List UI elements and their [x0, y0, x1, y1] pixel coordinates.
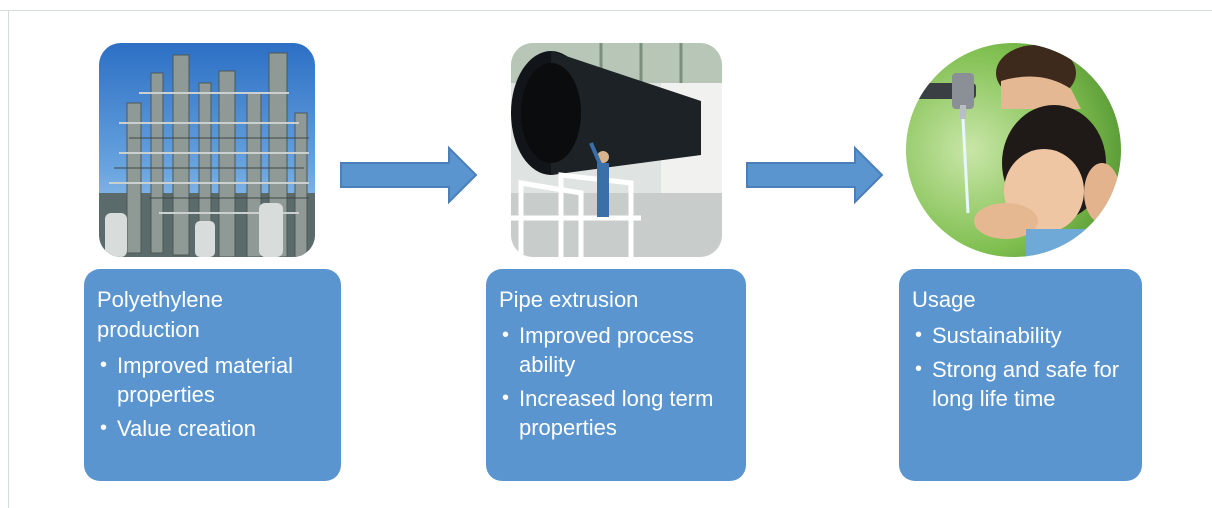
- bullet-icon: •: [915, 324, 923, 346]
- list-item-text: Strong and safe for long life time: [932, 357, 1120, 411]
- pipe-extrusion-photo: [511, 43, 722, 257]
- child-drinking-water-photo: [906, 43, 1121, 257]
- arrow-right-icon: [746, 145, 884, 205]
- step-bullet-list: • Improved material properties • Value cre…: [97, 351, 329, 443]
- list-item-text: Increased long term properties: [519, 386, 714, 440]
- slide-border-top: [0, 10, 1212, 11]
- list-item: • Strong and safe for long life time: [912, 355, 1130, 413]
- list-item: • Increased long term properties: [499, 384, 734, 442]
- bullet-icon: •: [100, 417, 108, 439]
- bullet-icon: •: [100, 354, 108, 376]
- list-item: • Sustainability: [912, 321, 1130, 350]
- bullet-icon: •: [502, 387, 510, 409]
- list-item: • Improved process ability: [499, 321, 734, 379]
- refinery-plant-photo: [99, 43, 315, 257]
- step-title: Polyethylene production: [97, 287, 223, 342]
- step-card-usage: Usage • Sustainability • Strong and safe f…: [899, 269, 1142, 481]
- step-title: Usage: [912, 287, 976, 312]
- bullet-icon: •: [915, 358, 923, 380]
- step-title: Pipe extrusion: [499, 287, 639, 312]
- step-bullet-list: • Improved process ability • Increased lon…: [499, 321, 734, 442]
- list-item-text: Sustainability: [932, 323, 1062, 348]
- step-bullet-list: • Sustainability • Strong and safe for lon…: [912, 321, 1130, 413]
- list-item-text: Improved material properties: [117, 353, 294, 407]
- slide-border-left: [8, 10, 9, 508]
- list-item: • Improved material properties: [97, 351, 329, 409]
- step-card-pipe-extrusion: Pipe extrusion • Improved process ability…: [486, 269, 746, 481]
- list-item-text: Improved process ability: [519, 323, 694, 377]
- step-card-polyethylene-production: Polyethylene production • Improved materi…: [84, 269, 341, 481]
- list-item-text: Value creation: [117, 416, 257, 441]
- list-item: • Value creation: [97, 414, 329, 443]
- arrow-right-icon: [340, 145, 478, 205]
- bullet-icon: •: [502, 324, 510, 346]
